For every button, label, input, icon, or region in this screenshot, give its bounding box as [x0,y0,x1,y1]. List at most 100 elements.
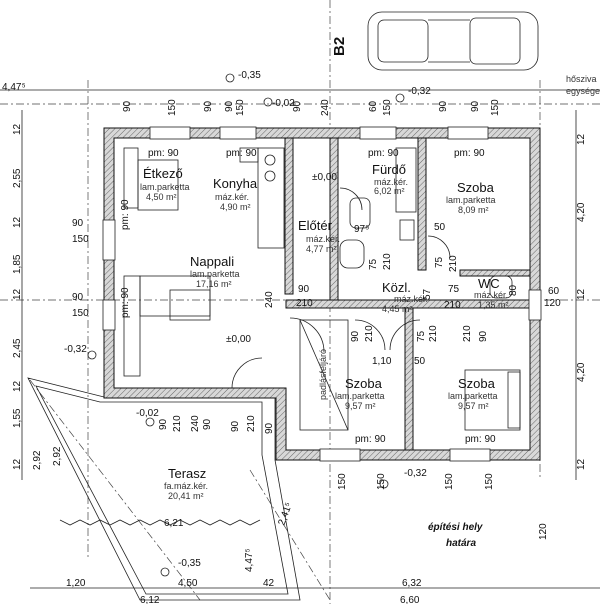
svg-text:90: 90 [230,420,241,432]
svg-text:máz.kér.: máz.kér. [306,234,340,244]
svg-text:12: 12 [12,380,23,392]
svg-text:90: 90 [292,100,303,112]
svg-text:WC: WC [478,276,500,291]
svg-text:90: 90 [264,422,275,434]
svg-text:60: 60 [548,286,560,297]
svg-text:12: 12 [12,458,23,470]
svg-text:2,41⁵: 2,41⁵ [276,501,294,527]
svg-text:-0,02: -0,02 [136,408,159,419]
svg-text:90: 90 [72,218,84,229]
svg-text:97⁵: 97⁵ [354,224,369,235]
room-konyha: Konyha máz.kér. 4,90 m² [213,176,258,212]
corner-label-line-1: hősziva [566,74,597,84]
svg-text:240: 240 [320,99,331,116]
svg-text:75: 75 [448,284,460,295]
svg-text:pm: 90: pm: 90 [465,434,496,445]
svg-text:240: 240 [264,291,275,308]
svg-text:6,32: 6,32 [402,578,422,589]
svg-text:lam.parketta: lam.parketta [448,391,498,401]
svg-text:9,57 m²: 9,57 m² [345,401,376,411]
svg-text:4,90 m²: 4,90 m² [220,202,251,212]
svg-text:-0,32: -0,32 [408,86,431,97]
svg-text:75: 75 [416,330,427,342]
svg-text:75: 75 [434,256,445,268]
left-dimensions: 12 2,55 12 1,85 12 2,45 12 1,55 12 2,92 … [12,110,89,480]
room-wc: WC máz.kér. 1,35 m² [474,276,509,310]
svg-text:12: 12 [12,288,23,300]
svg-text:4,47⁵: 4,47⁵ [244,548,255,572]
svg-text:1,35 m²: 1,35 m² [478,300,509,310]
corner-label-line-2: egysége [566,86,600,96]
svg-text:-0,35: -0,35 [178,558,201,569]
svg-text:6,12: 6,12 [140,595,160,604]
svg-text:9,57 m²: 9,57 m² [458,401,489,411]
svg-text:120: 120 [544,298,561,309]
svg-text:57: 57 [422,288,433,300]
svg-text:150: 150 [490,99,501,116]
svg-text:máz.kér.: máz.kér. [374,177,408,187]
svg-text:-0,32: -0,32 [64,344,87,355]
svg-text:150: 150 [167,99,178,116]
svg-text:12: 12 [12,123,23,135]
doors [231,187,451,389]
room-szoba-se: Szoba lam.parketta 9,57 m² [448,376,498,411]
svg-text:20,41 m²: 20,41 m² [168,491,204,501]
svg-text:lam.parketta: lam.parketta [140,182,190,192]
svg-text:1,10: 1,10 [372,356,392,367]
svg-text:Szoba: Szoba [458,376,496,391]
svg-text:60: 60 [368,100,379,112]
level-values: -0,35 -0,02 -0,32 ±0,00 ±0,00 -0,32 -0,0… [64,70,431,569]
room-furdo: Fürdő máz.kér. 6,02 m² [372,162,408,196]
svg-text:50: 50 [434,222,446,233]
svg-text:90: 90 [470,100,481,112]
room-kozl: Közl. máz.kér. 4,45 m² [382,280,428,314]
grid-label: B2 [331,37,348,56]
svg-text:210: 210 [172,415,183,432]
svg-text:90: 90 [224,100,235,112]
svg-text:12: 12 [576,133,587,145]
svg-text:lam.parketta: lam.parketta [446,195,496,205]
svg-text:210: 210 [364,325,375,342]
svg-text:210: 210 [444,300,461,311]
svg-text:lam.parketta: lam.parketta [335,391,385,401]
svg-text:90: 90 [158,418,169,430]
svg-text:4,45 m²: 4,45 m² [382,304,413,314]
svg-text:75: 75 [368,258,379,270]
svg-text:Szoba: Szoba [457,180,495,195]
svg-text:1,55: 1,55 [12,408,23,428]
room-eloter: Előtér máz.kér. 4,77 m² [298,218,340,254]
svg-text:1,20: 1,20 [66,578,86,589]
right-dimensions: 12 4,20 12 4,20 12 60 120 [544,110,587,480]
svg-text:Fürdő: Fürdő [372,162,406,177]
svg-text:±0,00: ±0,00 [312,172,337,183]
svg-text:90: 90 [478,330,489,342]
parapet-labels: pm: 90 pm: 90 pm: 90 pm: 90 pm: 90 pm: 9… [120,148,496,445]
terrace-dimensions: 6,21 2,92 [52,446,184,529]
svg-text:pm: 90: pm: 90 [368,148,399,159]
svg-text:máz.kér.: máz.kér. [394,294,428,304]
level-markers [87,73,405,577]
svg-text:4,20: 4,20 [576,202,587,222]
svg-text:pm: 90: pm: 90 [120,287,131,318]
svg-text:42: 42 [263,578,275,589]
svg-text:150: 150 [444,473,455,490]
svg-text:6,02 m²: 6,02 m² [374,186,405,196]
svg-text:150: 150 [337,473,348,490]
svg-text:12: 12 [576,458,587,470]
svg-text:150: 150 [72,234,89,245]
svg-text:Előtér: Előtér [298,218,333,233]
svg-text:-0,02: -0,02 [272,98,295,109]
svg-text:210: 210 [246,415,257,432]
svg-text:240: 240 [190,415,201,432]
svg-text:4,20: 4,20 [576,362,587,382]
svg-text:pm: 90: pm: 90 [226,148,257,159]
svg-text:17,16 m²: 17,16 m² [196,279,232,289]
svg-text:Terasz: Terasz [168,466,206,481]
car-outline [367,11,539,71]
svg-text:Konyha: Konyha [213,176,258,191]
svg-text:-0,35: -0,35 [238,70,261,81]
windows [102,126,542,462]
svg-text:80: 80 [508,284,519,296]
svg-text:fa.máz.kér.: fa.máz.kér. [164,481,208,491]
